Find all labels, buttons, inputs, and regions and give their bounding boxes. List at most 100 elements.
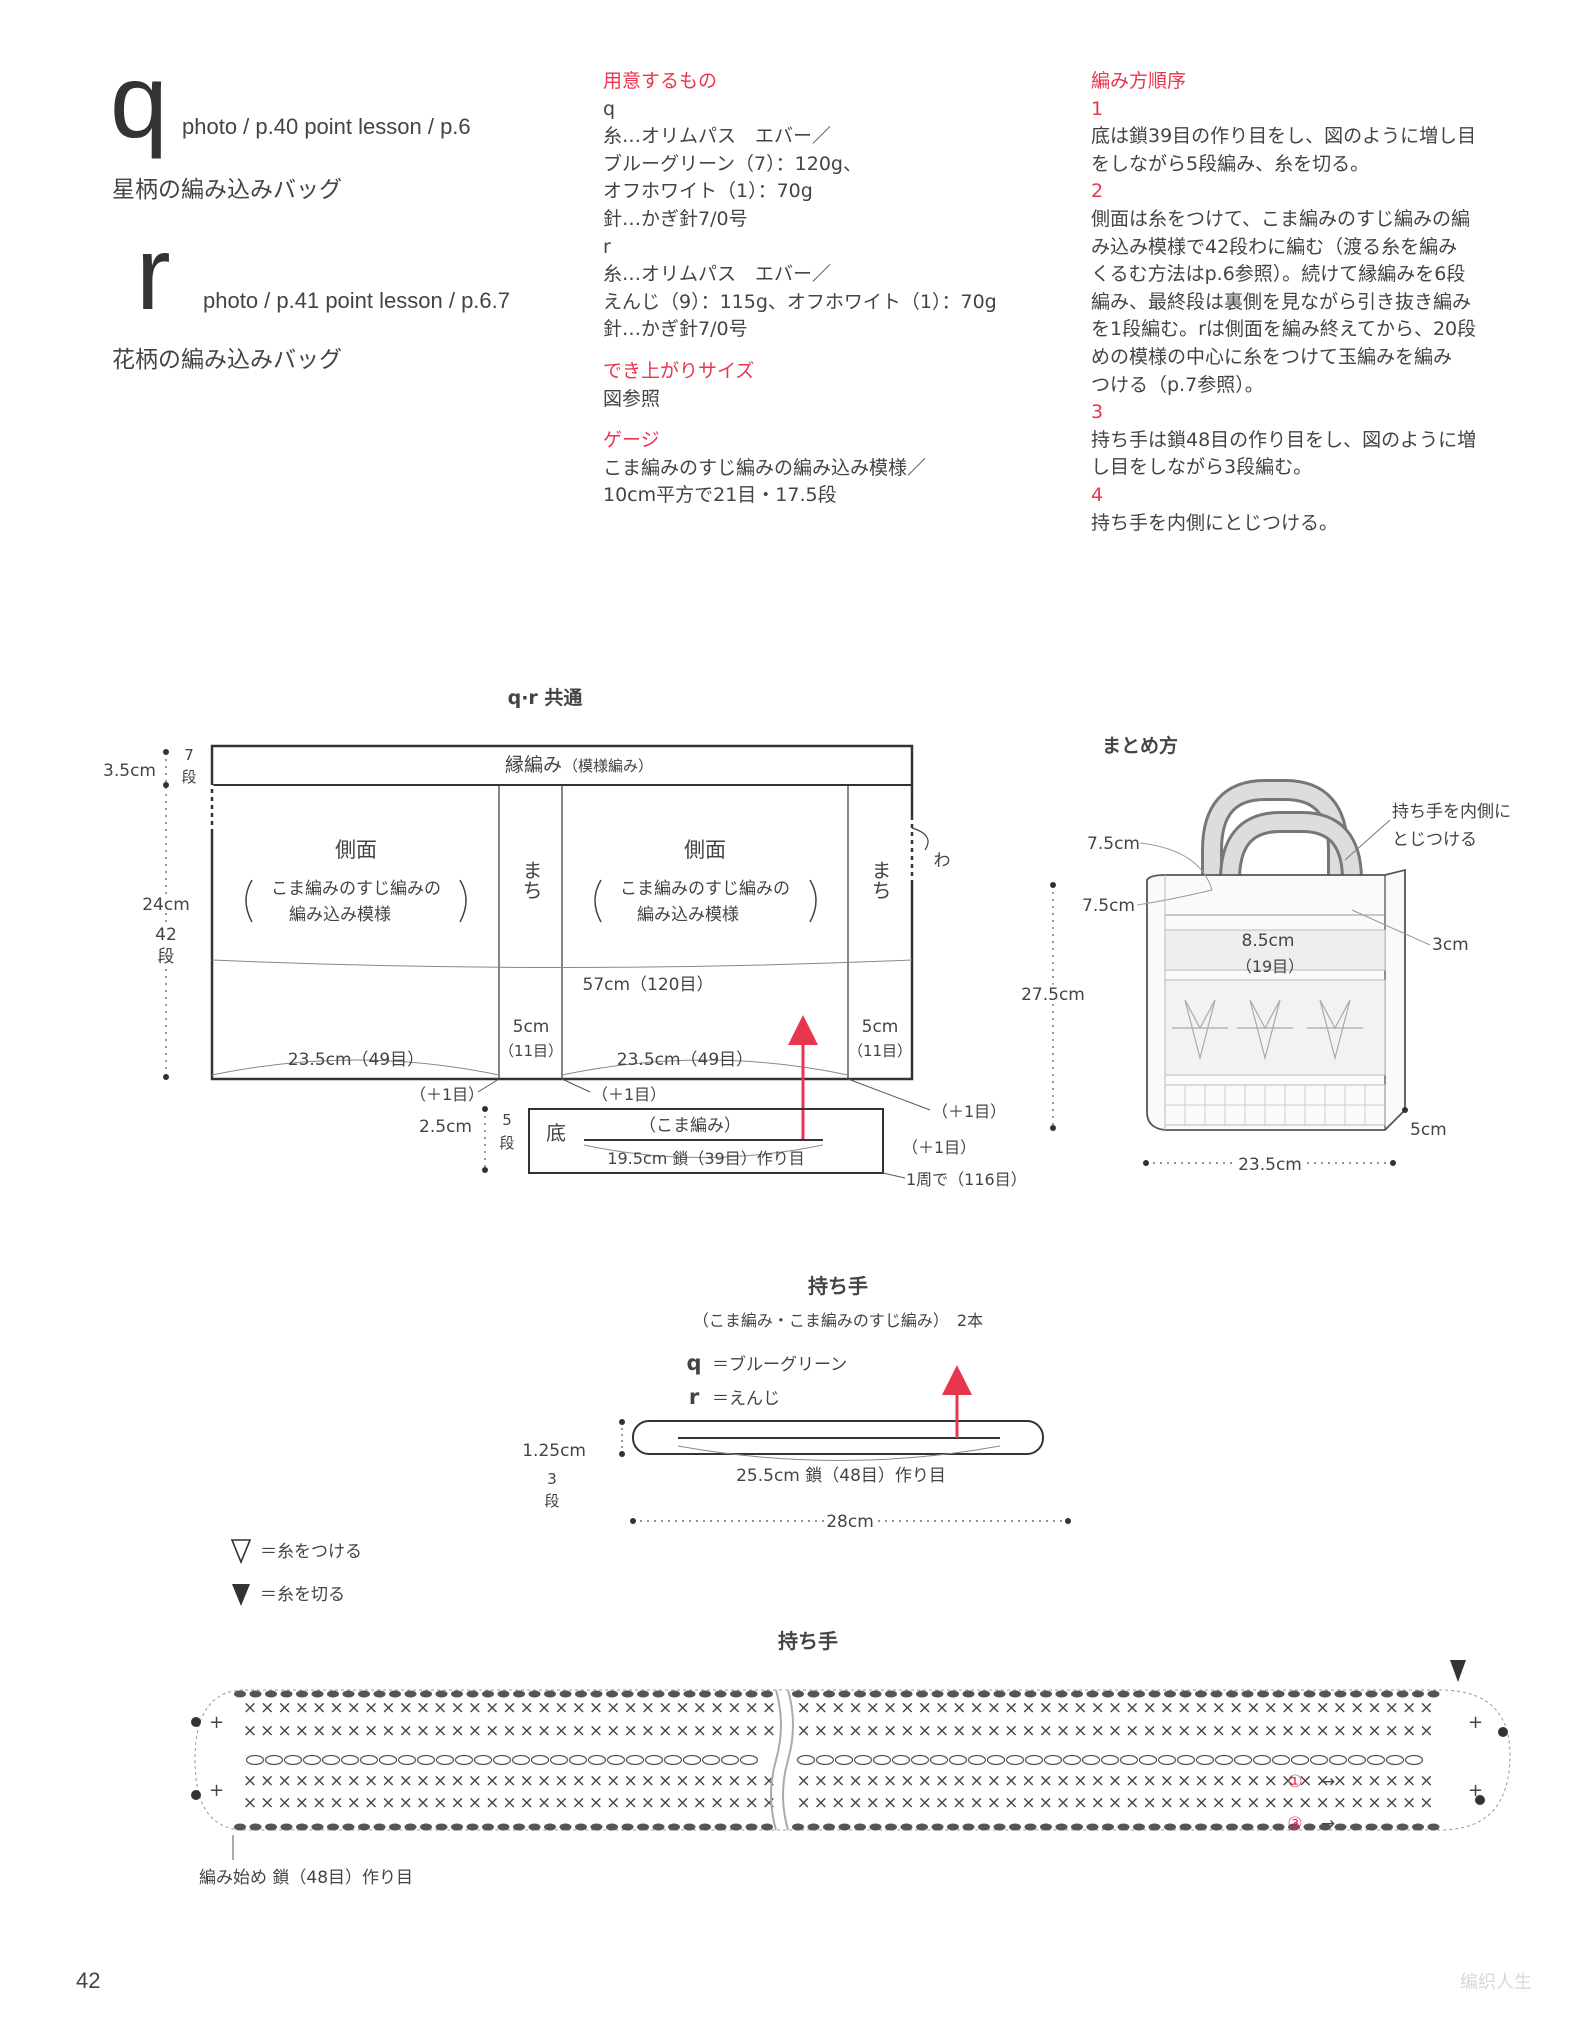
- slip-stitch-mark: [900, 1823, 913, 1831]
- chain-stitch-mark: [1252, 1754, 1272, 1766]
- single-crochet-mark: ×: [1333, 1698, 1347, 1718]
- slip-stitch-mark: [1164, 1823, 1176, 1831]
- side-width-left: 23.5cm（49目）: [288, 1050, 424, 1070]
- body-diagram-title: q·r 共通: [508, 687, 584, 709]
- slip-stitch-mark: [1055, 1690, 1068, 1698]
- chain-stitch-mark: [796, 1754, 816, 1766]
- chain-stitch-mark: [967, 1754, 987, 1766]
- step-line: をしながら5段編み、糸を切る。: [1091, 152, 1370, 175]
- chain-stitch-mark: [473, 1754, 493, 1766]
- single-crochet-mark: ×: [1056, 1698, 1070, 1718]
- single-crochet-mark: ×: [416, 1771, 430, 1791]
- single-crochet-mark: ×: [277, 1721, 291, 1741]
- left-rows: 42: [155, 925, 177, 945]
- slip-stitch-mark: [296, 1823, 308, 1831]
- single-crochet-mark: ×: [329, 1793, 343, 1813]
- bottom-cm: 2.5cm: [419, 1117, 472, 1137]
- single-crochet-mark: ×: [381, 1793, 395, 1813]
- chain-stitch-mark: [948, 1754, 968, 1766]
- single-crochet-mark: ×: [900, 1793, 914, 1813]
- step-line: 底は鎖39目の作り目をし、図のように増し目: [1091, 125, 1477, 148]
- single-crochet-mark: ×: [866, 1793, 880, 1813]
- chain-stitch-mark: [701, 1754, 721, 1766]
- slip-stitch-mark: [342, 1690, 355, 1698]
- step-line: めの模様の中心に糸をつけて玉編みを編み: [1091, 345, 1453, 368]
- single-crochet-mark: ×: [1264, 1793, 1278, 1813]
- slip-stitch-mark: [435, 1823, 448, 1831]
- slip-stitch-mark: [389, 1823, 401, 1831]
- slip-stitch-mark: [311, 1823, 324, 1831]
- slip-stitch-mark: [621, 1823, 634, 1831]
- slip-stitch-mark: [358, 1690, 370, 1698]
- single-crochet-mark: ×: [1246, 1793, 1260, 1813]
- single-crochet-mark: ×: [1264, 1698, 1278, 1718]
- handle-rows: 3: [547, 1470, 557, 1488]
- single-crochet-mark: ×: [1229, 1793, 1243, 1813]
- single-crochet-mark: ×: [260, 1771, 274, 1791]
- slip-stitch-mark: [1226, 1823, 1238, 1831]
- bottom-label: 底: [546, 1121, 566, 1145]
- single-crochet-mark: ×: [1298, 1698, 1312, 1718]
- assembly-d3b: （19目）: [1236, 957, 1304, 976]
- single-crochet-mark: ×: [675, 1721, 689, 1741]
- chain-stitch-mark: [1385, 1754, 1405, 1766]
- single-crochet-mark: ×: [727, 1771, 741, 1791]
- slip-stitch-mark: [575, 1823, 587, 1831]
- gusset-cm-right: 5cm: [862, 1017, 899, 1037]
- single-crochet-mark: ×: [1333, 1771, 1347, 1791]
- slip-stitch-mark: [730, 1823, 742, 1831]
- step-number: 4: [1091, 483, 1104, 506]
- chain-stitch-mark: [910, 1754, 930, 1766]
- single-crochet-mark: ×: [1108, 1793, 1122, 1813]
- single-crochet-mark: ×: [814, 1721, 828, 1741]
- single-crochet-mark: ×: [727, 1793, 741, 1813]
- single-crochet-mark: ×: [1385, 1771, 1399, 1791]
- single-crochet-mark: ×: [1177, 1771, 1191, 1791]
- stitch-chart: 持ち手 ××××××××××××××××××××××××××××××××××××…: [191, 1629, 1511, 1888]
- single-crochet-mark: ×: [572, 1771, 586, 1791]
- slip-stitch-mark: [761, 1823, 773, 1831]
- chain-stitch-mark: [872, 1754, 892, 1766]
- slip-stitch-mark: [466, 1823, 479, 1831]
- slip-stitch-mark: [1303, 1823, 1316, 1831]
- chain-stitch-mark: [891, 1754, 911, 1766]
- left-top-cm: 3.5cm: [103, 761, 156, 781]
- single-crochet-mark: ×: [762, 1793, 776, 1813]
- chart-start-label: 編み始め 鎖（48目）作り目: [199, 1868, 413, 1888]
- slip-stitch-mark: [885, 1690, 897, 1698]
- single-crochet-mark: ×: [796, 1721, 810, 1741]
- single-crochet-mark: ×: [693, 1793, 707, 1813]
- single-crochet-mark: ×: [1419, 1721, 1433, 1741]
- single-crochet-mark: ×: [399, 1771, 413, 1791]
- slip-stitch-mark: [528, 1690, 541, 1698]
- slip-stitch-mark: [389, 1690, 401, 1698]
- pattern-q-title: 星柄の編み込みバッグ: [112, 177, 342, 203]
- material-line: 針…かぎ針7/0号: [603, 318, 748, 341]
- chart-row-1-arrow: →: [1321, 1772, 1335, 1792]
- single-crochet-mark: ×: [675, 1698, 689, 1718]
- single-crochet-mark: ×: [1056, 1793, 1070, 1813]
- single-crochet-mark: ×: [1039, 1721, 1053, 1741]
- chain-stitch-mark: [1119, 1754, 1139, 1766]
- chart-row-1: ①: [1287, 1772, 1302, 1792]
- single-crochet-mark: ×: [952, 1793, 966, 1813]
- chain-stitch-mark: [1404, 1754, 1424, 1766]
- chart-row-3-arrow: →: [1321, 1814, 1335, 1834]
- single-crochet-mark: ×: [987, 1698, 1001, 1718]
- cut-triangle-icon: [232, 1584, 250, 1606]
- single-crochet-mark: ×: [364, 1793, 378, 1813]
- single-crochet-mark: ×: [1281, 1698, 1295, 1718]
- single-crochet-mark: ×: [658, 1771, 672, 1791]
- bottom-sublabel: （こま編み）: [639, 1116, 741, 1136]
- steps-heading: 編み方順序: [1091, 70, 1187, 92]
- round-label: 1周で（116目）: [906, 1170, 1027, 1189]
- materials-heading: 用意するもの: [603, 70, 718, 92]
- chain-stitch-mark: [416, 1754, 436, 1766]
- single-crochet-mark: ×: [295, 1771, 309, 1791]
- single-crochet-mark: ×: [277, 1698, 291, 1718]
- single-crochet-mark: ×: [831, 1793, 845, 1813]
- assembly-title: まとめ方: [1102, 734, 1178, 757]
- single-crochet-mark: ×: [987, 1721, 1001, 1741]
- single-crochet-mark: ×: [450, 1793, 464, 1813]
